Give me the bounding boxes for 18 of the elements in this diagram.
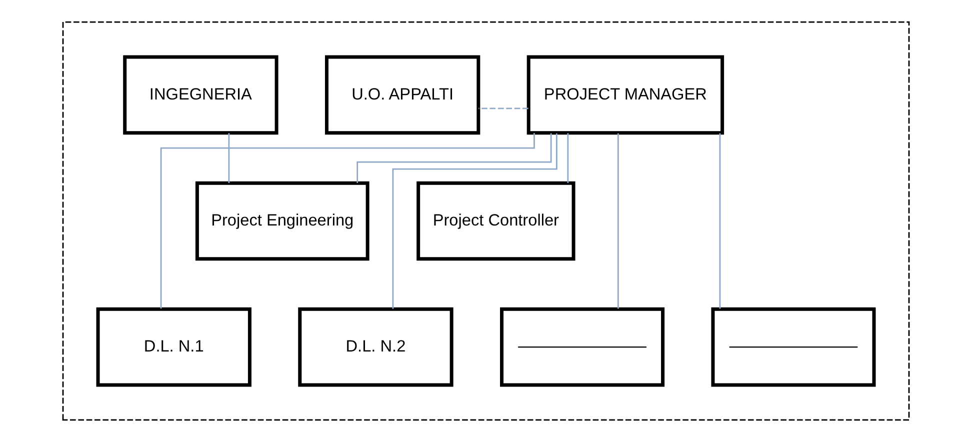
connector [718, 133, 720, 309]
node-box: U.O. APPALTI [324, 55, 480, 135]
node-box: Project Engineering [194, 181, 369, 261]
connector [616, 133, 618, 309]
connector [392, 133, 557, 309]
connector [478, 108, 528, 110]
connector [160, 133, 534, 309]
connector [566, 133, 568, 183]
node-box: INGEGNERIA [122, 55, 278, 135]
connector [356, 133, 552, 184]
cluster [62, 21, 910, 421]
node-box [500, 307, 664, 387]
node-box: Project Controller [416, 181, 575, 261]
node-box: D.L. N.2 [298, 307, 453, 387]
node-box: PROJECT MANAGER [526, 55, 724, 135]
node-box: D.L. N.1 [96, 307, 251, 387]
node-box [710, 307, 876, 387]
connector [228, 133, 230, 183]
